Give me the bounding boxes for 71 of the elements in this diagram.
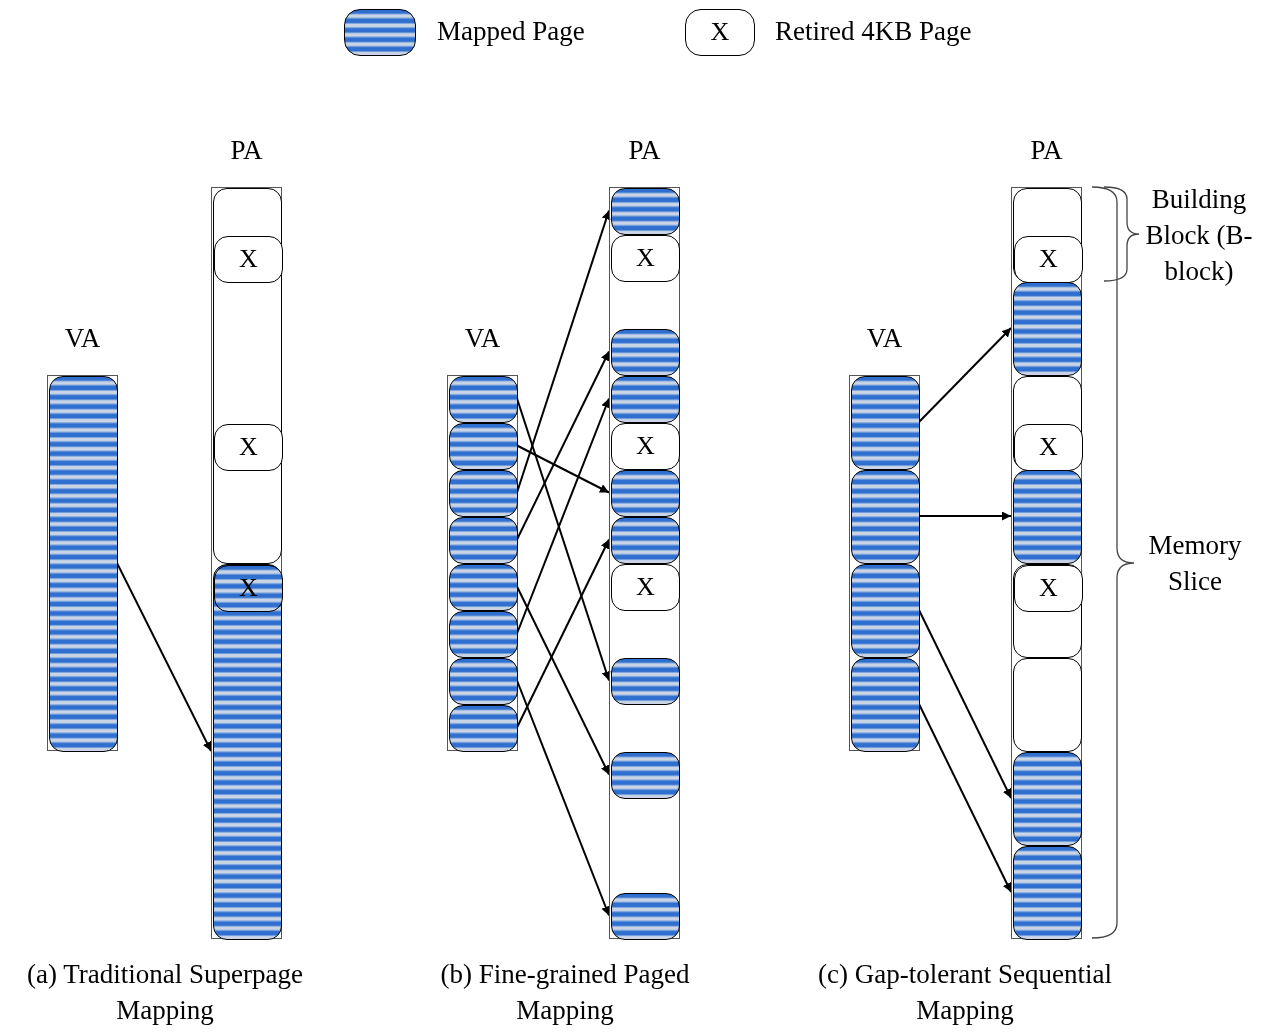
arrow (918, 327, 1012, 423)
mapped-page-block (1013, 752, 1082, 846)
mapped-page-block (449, 376, 518, 423)
retired-page-block (1014, 424, 1083, 471)
arrow (516, 444, 610, 494)
mapped-page-block (213, 564, 282, 940)
column-heading: PA (1029, 134, 1064, 167)
retired-mark: X (635, 430, 656, 462)
page-block (213, 188, 282, 564)
mapped-page-block (449, 564, 518, 611)
retired-mark: X (238, 431, 259, 463)
mapped-page-block (449, 517, 518, 564)
legend-text: Mapped Page (437, 15, 585, 48)
brace-label: Building Block (B-block) (1144, 183, 1254, 288)
mapped-page-block (449, 611, 518, 658)
arrow (516, 538, 610, 729)
retired-page-block (1014, 236, 1083, 283)
retired-page-block (214, 424, 283, 471)
retired-mark: X (709, 16, 731, 48)
mapped-page-block (851, 564, 920, 658)
mapped-page-block (851, 658, 920, 752)
arrow (116, 562, 212, 752)
arrow (516, 585, 610, 776)
mapped-page-block (1013, 470, 1082, 564)
page-block (1013, 188, 1082, 282)
retired-page-block (611, 235, 680, 282)
column-heading: VA (463, 322, 502, 355)
page-block (1013, 658, 1082, 752)
retired-mark: X (1038, 243, 1059, 275)
mapped-page-block (851, 470, 920, 564)
column-heading: PA (627, 134, 662, 167)
mapped-page-block (611, 188, 680, 235)
page-block (1013, 376, 1082, 470)
retired-mark: X (1038, 572, 1059, 604)
mapped-page-block (449, 470, 518, 517)
page-block (1013, 564, 1082, 658)
arrow (516, 350, 610, 541)
mapped-page-block (449, 658, 518, 705)
mapped-page-block (214, 565, 283, 612)
mapped-page-block (611, 329, 680, 376)
retired-page-block (214, 236, 283, 283)
arrow (918, 609, 1012, 799)
mapped-page-block (611, 470, 680, 517)
mapped-page-block (1013, 846, 1082, 940)
mapped-page-block (611, 658, 680, 705)
legend-text: Retired 4KB Page (775, 15, 972, 48)
retired-page-block (1014, 565, 1083, 612)
mapped-page-block (449, 423, 518, 470)
panel-caption: (a) Traditional Superpage Mapping (26, 958, 304, 1027)
retired-mark: X (1038, 431, 1059, 463)
mapped-page-block (1013, 282, 1082, 376)
retired-page-block (611, 564, 680, 611)
retired-mark: X (635, 242, 656, 274)
retired-page-block (611, 423, 680, 470)
mapped-page-block (611, 752, 680, 799)
mapped-page-block (851, 376, 920, 470)
mapped-page-block (449, 705, 518, 752)
column-heading: PA (229, 134, 264, 167)
arrow (918, 703, 1012, 893)
retired-mark: X (635, 571, 656, 603)
panel-caption: (b) Fine-grained Paged Mapping (439, 958, 691, 1027)
retired-mark: X (238, 243, 259, 275)
mapped-page-block (611, 893, 680, 940)
retired-mark: X (238, 572, 259, 604)
mapped-page-block (611, 376, 680, 423)
column-heading: VA (865, 322, 904, 355)
mapped-page-block (611, 517, 680, 564)
arrow (918, 511, 1012, 521)
brace-label: Memory Slice (1147, 529, 1243, 598)
column-heading: VA (63, 322, 102, 355)
panel-caption: (c) Gap-tolerant Sequential Mapping (817, 958, 1113, 1027)
